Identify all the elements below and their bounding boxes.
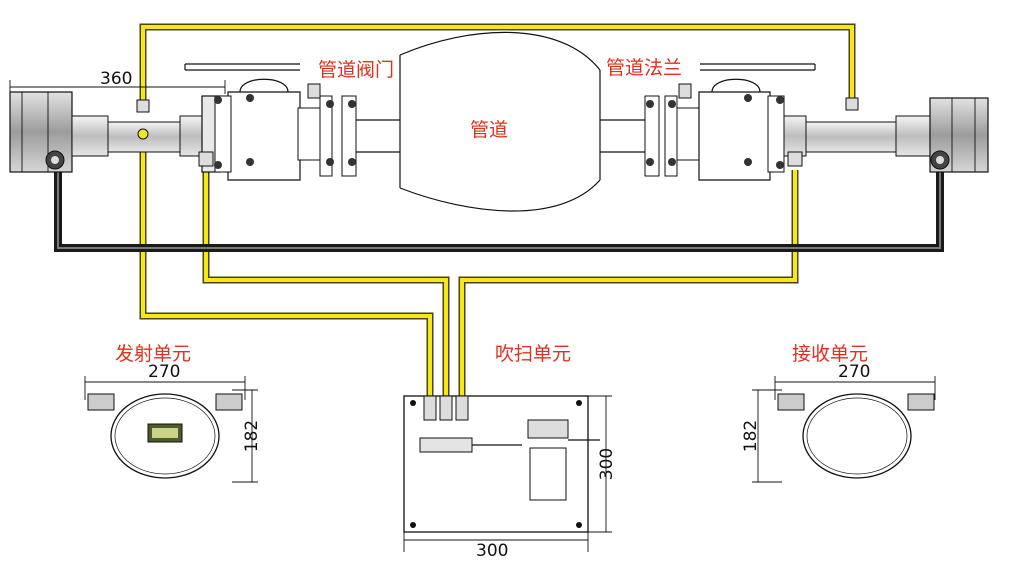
air-hoses <box>139 23 856 396</box>
pipe <box>399 30 645 212</box>
purge-height-dimension: 300 <box>597 448 617 480</box>
purge-label: 吹扫单元 <box>495 343 571 365</box>
transmitter-unit: 270 182 <box>84 362 262 483</box>
receiver-width-dimension: 270 <box>838 362 870 382</box>
purge-width-dimension: 300 <box>476 541 508 561</box>
pipe-label: 管道 <box>470 119 508 141</box>
transmitter-height-dimension: 182 <box>242 420 262 452</box>
left-air-hose-2 <box>202 170 450 396</box>
valve-label: 管道阀门 <box>318 59 394 81</box>
probe-length-dimension: 360 <box>100 69 132 89</box>
purge-unit: 300 300 <box>403 395 617 561</box>
left-probe: 360 <box>9 69 226 173</box>
receiver-unit: 270 182 <box>741 362 936 483</box>
transmitter-width-dimension: 270 <box>148 362 180 382</box>
flange-label: 管道法兰 <box>606 57 682 79</box>
right-probe <box>783 97 989 173</box>
signal-cable <box>54 165 944 252</box>
transmitter-label: 发射单元 <box>115 343 191 365</box>
left-valve <box>184 63 400 181</box>
right-valve <box>644 63 816 181</box>
receiver-label: 接收单元 <box>792 343 868 365</box>
receiver-height-dimension: 182 <box>741 420 761 452</box>
